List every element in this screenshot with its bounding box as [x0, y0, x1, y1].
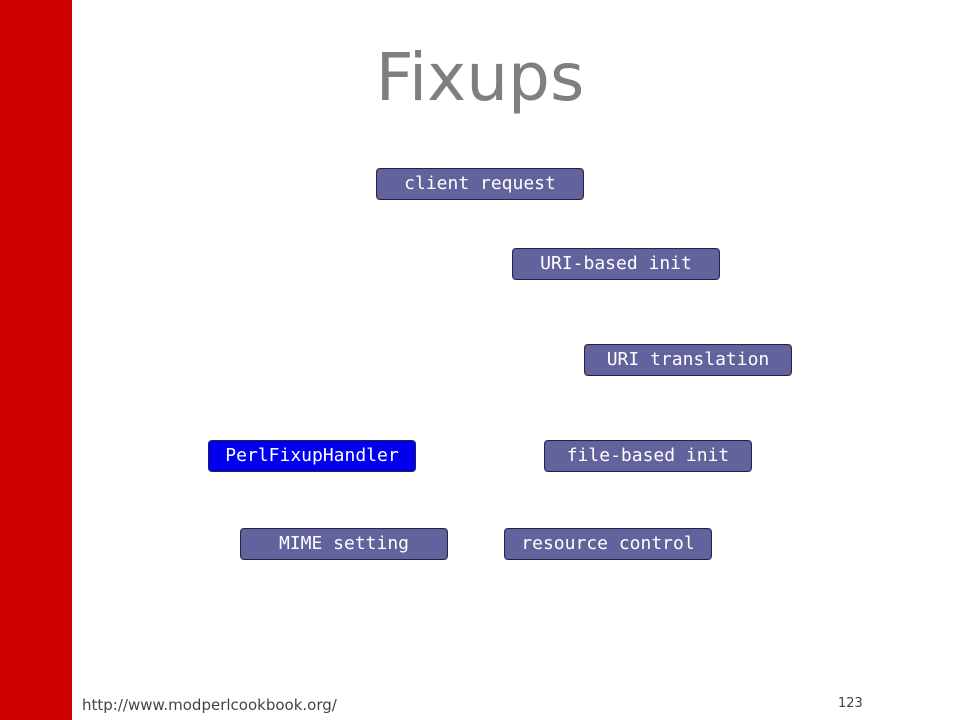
node-resource-control: resource control	[504, 528, 712, 560]
node-uri-translation: URI translation	[584, 344, 792, 376]
node-uri-based-init: URI-based init	[512, 248, 720, 280]
slide-title: Fixups	[375, 39, 585, 116]
node-perl-fixup-handler: PerlFixupHandler	[208, 440, 416, 472]
footer-url: http://www.modperlcookbook.org/	[82, 696, 337, 714]
left-accent-bar	[0, 0, 72, 720]
node-client-request: client request	[376, 168, 584, 200]
node-mime-setting: MIME setting	[240, 528, 448, 560]
node-file-based-init: file-based init	[544, 440, 752, 472]
page-number: 123	[838, 696, 863, 711]
